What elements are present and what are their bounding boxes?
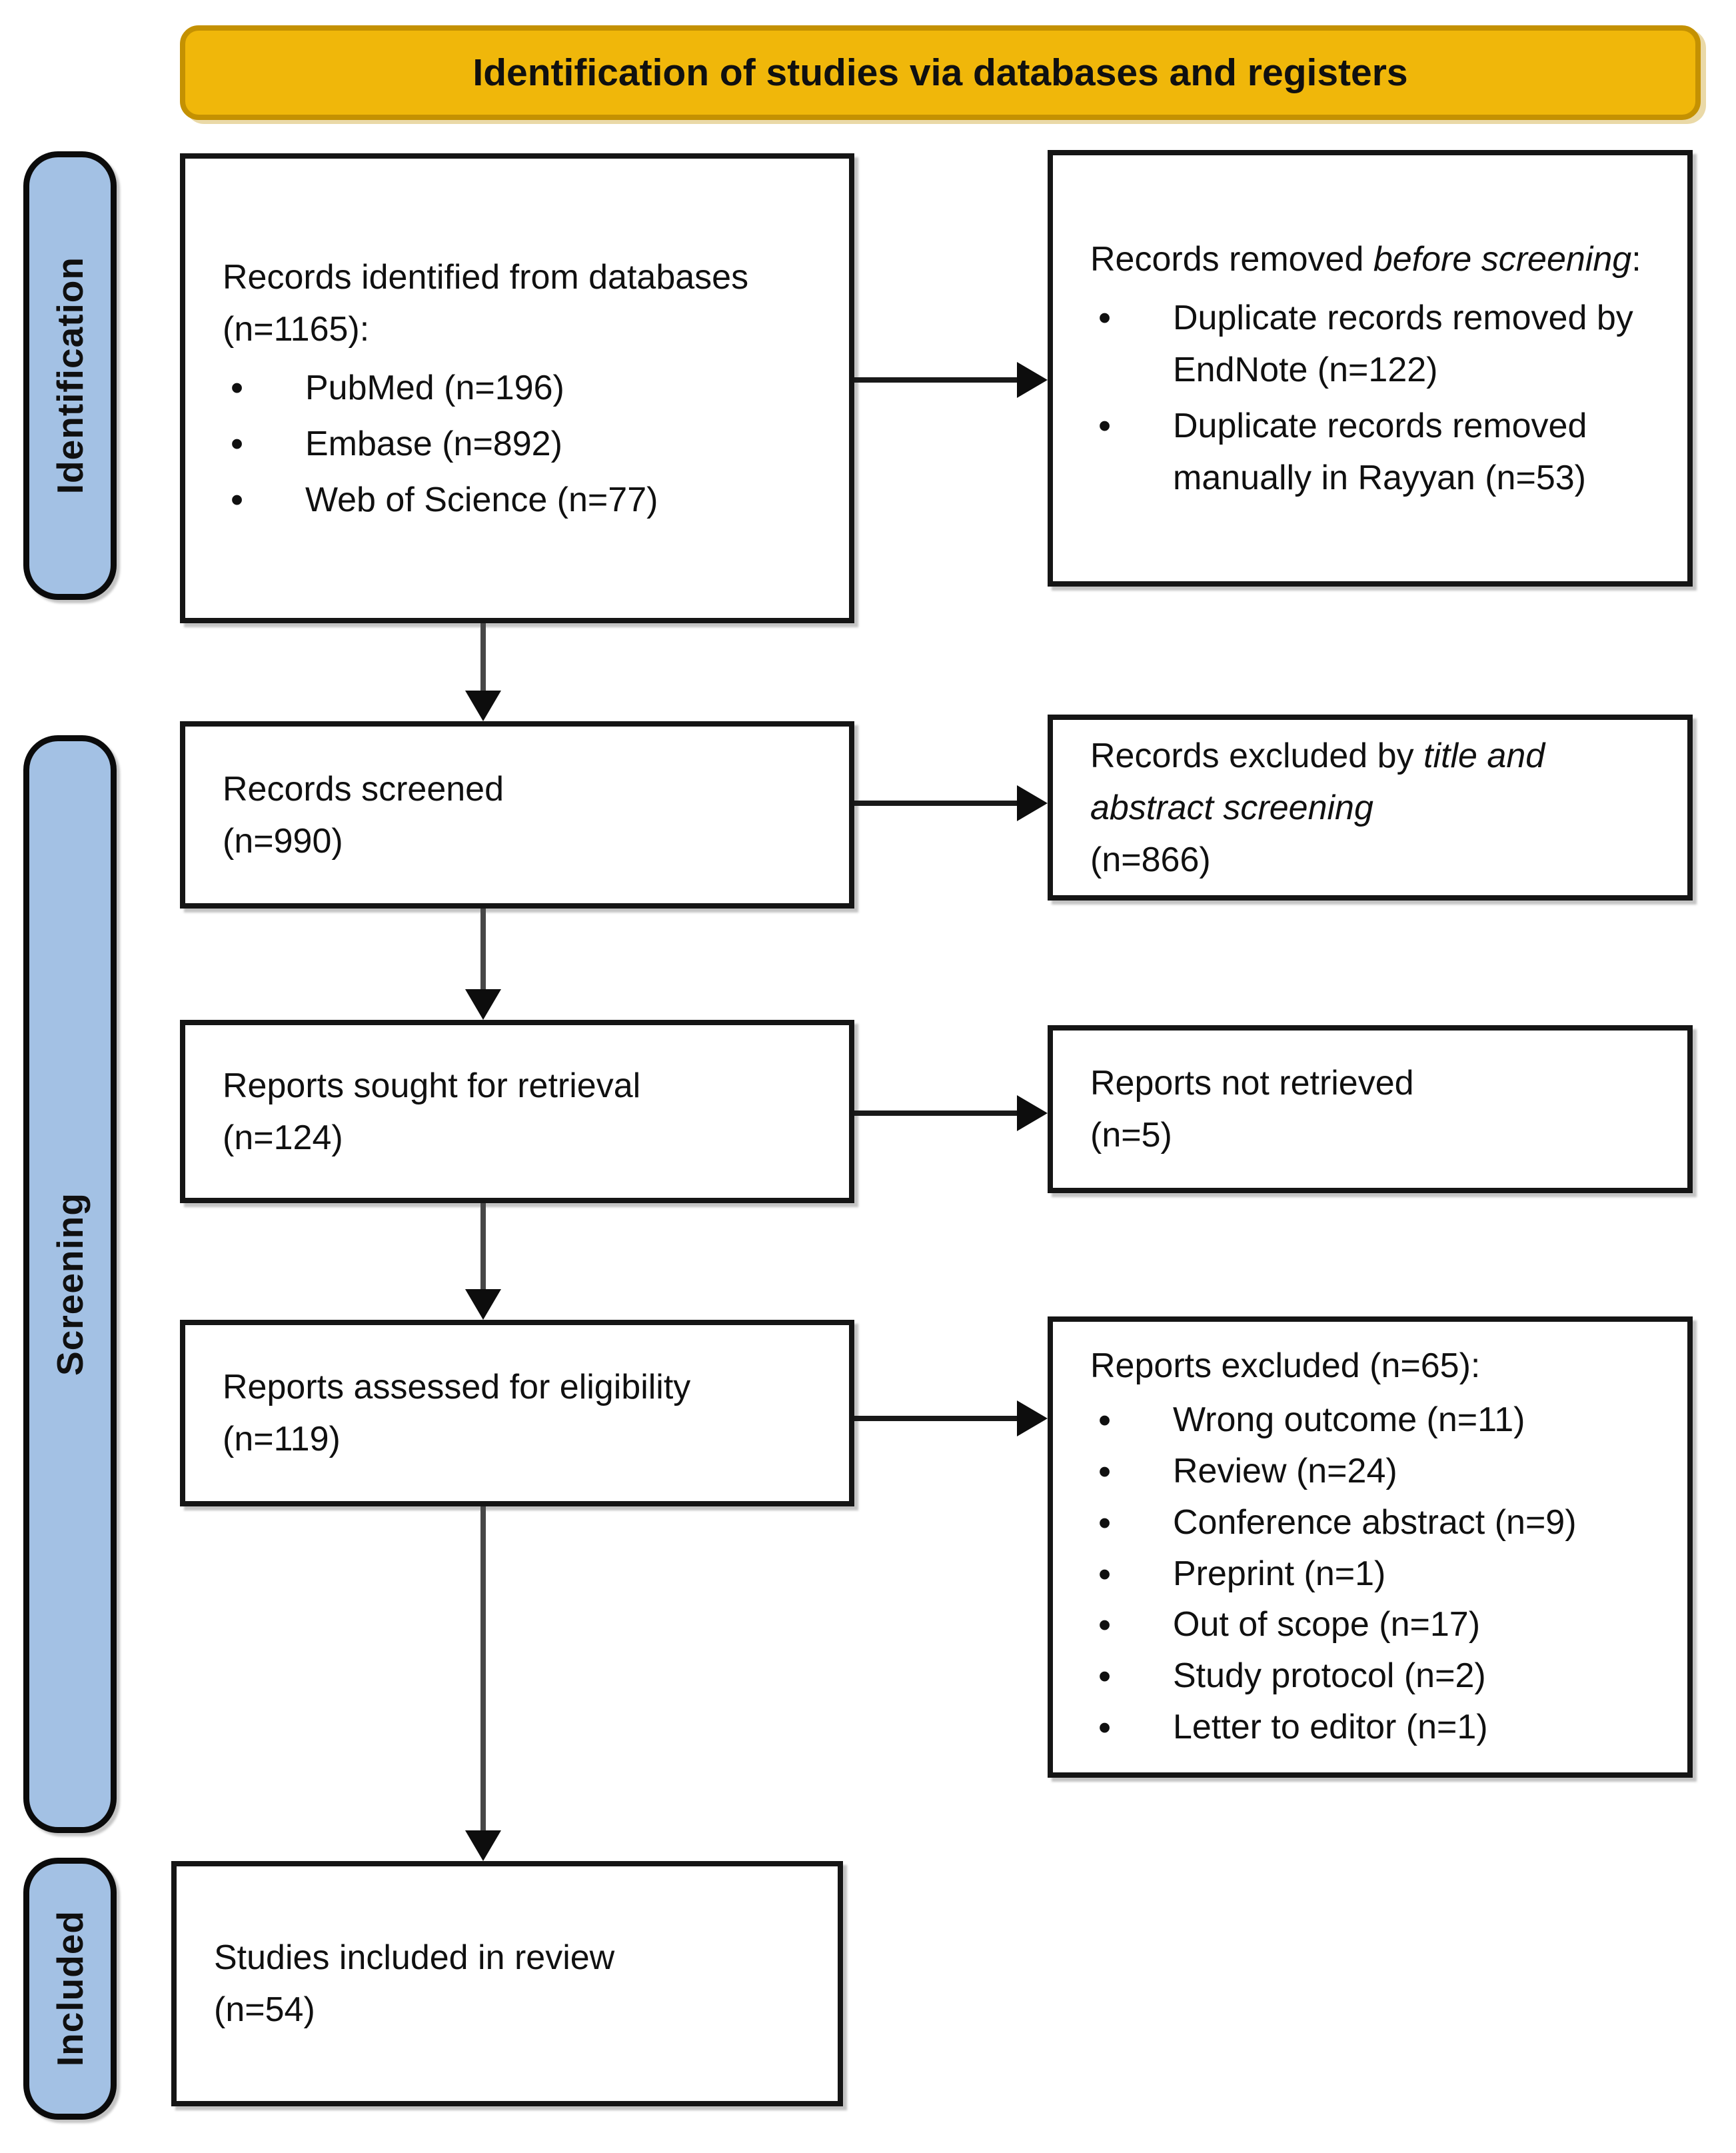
box-records-excluded: Records excluded by title and abstract s… [1048,715,1693,901]
box-records-identified: Records identified from databases (n=116… [180,153,854,623]
arrow-screened-to-sought [480,909,486,989]
reports-assessed-count: (n=119) [223,1420,341,1458]
arrow-sought-to-not-retrieved [854,1110,1017,1116]
list-item-duplicates-rayyan: Duplicate records removed manually in Ra… [1090,399,1663,504]
list-item-letter-to-editor: Letter to editor (n=1) [1090,1702,1663,1753]
arrow-identified-to-removed [854,377,1017,383]
list-item-wrong-outcome: Wrong outcome (n=11) [1090,1394,1663,1446]
reports-sought-count: (n=124) [223,1118,343,1157]
box-reports-excluded: Reports excluded (n=65): Wrong outcome (… [1048,1316,1693,1778]
reports-not-retrieved-line1: Reports not retrieved [1090,1064,1414,1102]
stage-label-screening-text: Screening [49,1192,91,1376]
records-excluded-prefix: Records excluded by [1090,736,1424,775]
stage-label-included: Included [23,1858,117,2120]
list-item-pubmed: PubMed (n=196) [223,361,825,415]
records-excluded-italic: title and abstract screening [1090,736,1545,827]
banner: Identification of studies via databases … [180,25,1701,120]
banner-title: Identification of studies via databases … [472,51,1408,94]
list-item-duplicates-endnote: Duplicate records removed by EndNote (n=… [1090,291,1663,396]
reports-excluded-list: Wrong outcome (n=11) Review (n=24) Confe… [1090,1394,1663,1753]
stage-label-identification-text: Identification [49,257,91,495]
stage-label-identification: Identification [23,151,117,600]
reports-excluded-heading: Reports excluded (n=65): [1090,1346,1481,1386]
box-studies-included: Studies included in review (n=54) [171,1861,843,2106]
records-screened-count: (n=990) [223,821,343,861]
box-records-screened: Records screened (n=990) [180,721,854,909]
arrow-identified-to-screened [480,623,486,691]
records-removed-heading-italic: before screening [1373,239,1632,279]
arrow-assessed-to-reports-excluded [854,1416,1017,1421]
records-removed-heading-prefix: Records removed [1090,239,1373,279]
box-reports-assessed: Reports assessed for eligibility (n=119) [180,1320,854,1506]
list-item-review: Review (n=24) [1090,1446,1663,1497]
box-reports-sought: Reports sought for retrieval (n=124) [180,1020,854,1203]
list-item-embase: Embase (n=892) [223,417,825,471]
stage-label-included-text: Included [49,1910,91,2067]
list-item-out-of-scope: Out of scope (n=17) [1090,1599,1663,1650]
list-item-preprint: Preprint (n=1) [1090,1548,1663,1600]
records-removed-list: Duplicate records removed by EndNote (n=… [1090,288,1663,504]
box-records-removed: Records removed before screening: Duplic… [1048,150,1693,587]
reports-assessed-line1: Reports assessed for eligibility [223,1368,691,1406]
arrow-assessed-to-included [480,1506,486,1830]
records-removed-heading: Records removed before screening: [1090,233,1663,285]
reports-sought-line1: Reports sought for retrieval [223,1066,641,1105]
studies-included-line1: Studies included in review [214,1938,615,1977]
arrow-sought-to-assessed [480,1203,486,1289]
records-excluded-line1: Records excluded by title and abstract s… [1090,730,1663,834]
studies-included-count: (n=54) [214,1990,315,2029]
records-excluded-count: (n=866) [1090,840,1211,879]
stage-label-screening: Screening [23,735,117,1833]
arrow-screened-to-excluded [854,801,1017,806]
records-identified-heading: Records identified from databases (n=116… [223,257,749,349]
records-identified-list: PubMed (n=196) Embase (n=892) Web of Sci… [223,358,825,527]
records-screened-line1: Records screened [223,769,504,809]
reports-not-retrieved-count: (n=5) [1090,1116,1172,1154]
records-removed-heading-suffix: : [1631,239,1641,279]
list-item-web-of-science: Web of Science (n=77) [223,473,825,527]
list-item-conference-abstract: Conference abstract (n=9) [1090,1497,1663,1548]
list-item-study-protocol: Study protocol (n=2) [1090,1650,1663,1702]
box-reports-not-retrieved: Reports not retrieved (n=5) [1048,1025,1693,1193]
